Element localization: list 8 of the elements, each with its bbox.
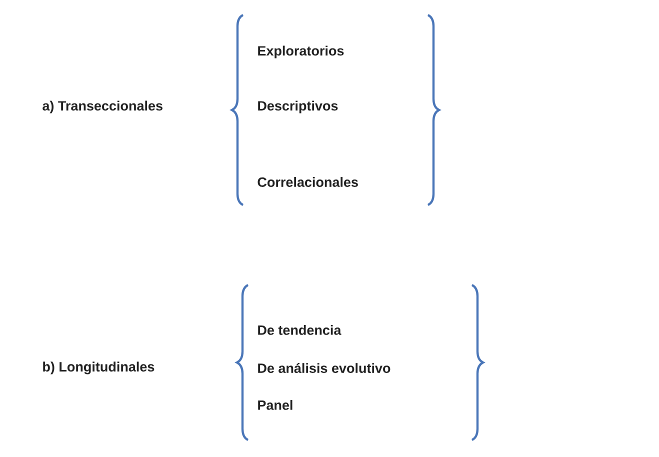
label: De análisis evolutivo — [258, 362, 390, 373]
label: Panel — [258, 400, 292, 410]
label: b) Longitudinales — [43, 362, 154, 374]
label: Correlacionales — [258, 177, 358, 187]
label: Exploratorios — [258, 46, 344, 58]
label: Descriptivos — [258, 100, 338, 114]
label: a) Transeccionales — [42, 100, 162, 114]
label: De tendencia — [258, 325, 342, 335]
